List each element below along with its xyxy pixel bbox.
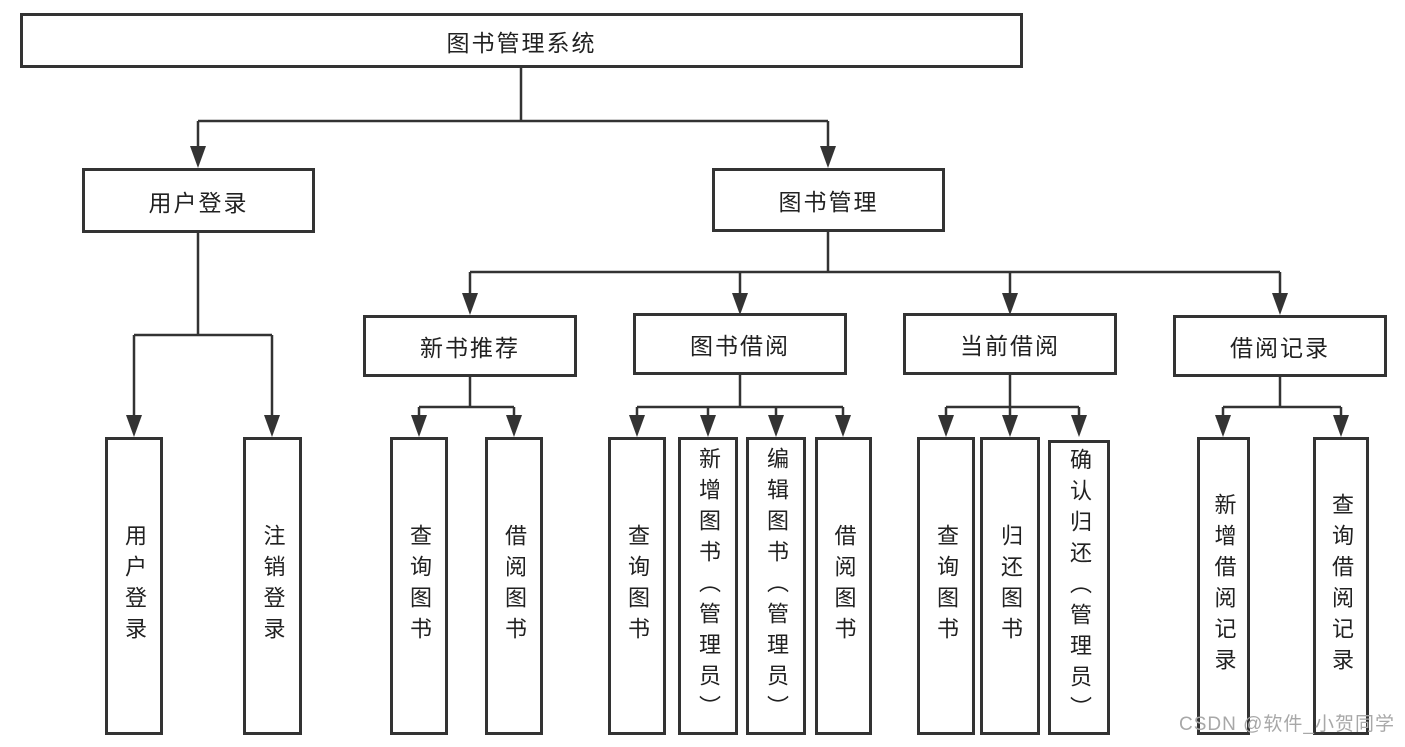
leaf-logout: 注销登录 bbox=[243, 437, 302, 735]
leaf-add-borrow-record: 新增借阅记录 bbox=[1197, 437, 1250, 735]
leaf-add-book-admin: 新增图书（管理员） bbox=[678, 437, 738, 735]
leaf-borrow-books-borrowing: 借阅图书 bbox=[815, 437, 872, 735]
leaf-query-books-recommend: 查询图书 bbox=[390, 437, 448, 735]
arrowheads bbox=[126, 146, 1349, 437]
leaf-query-books-current: 查询图书 bbox=[917, 437, 975, 735]
node-book-borrowing: 图书借阅 bbox=[633, 313, 847, 375]
leaf-edit-book-admin: 编辑图书（管理员） bbox=[746, 437, 806, 735]
node-book-management: 图书管理 bbox=[712, 168, 945, 232]
node-root-system: 图书管理系统 bbox=[20, 13, 1023, 68]
leaf-query-borrow-record: 查询借阅记录 bbox=[1313, 437, 1369, 735]
leaf-return-book: 归还图书 bbox=[980, 437, 1040, 735]
csdn-watermark: CSDN @软件_小贺同学 bbox=[1179, 714, 1395, 735]
node-user-login: 用户登录 bbox=[82, 168, 315, 233]
node-new-book-recommendation: 新书推荐 bbox=[363, 315, 577, 377]
leaf-query-books-borrowing: 查询图书 bbox=[608, 437, 666, 735]
leaf-user-login: 用户登录 bbox=[105, 437, 163, 735]
connector-paths bbox=[132, 68, 1343, 419]
node-current-borrowing: 当前借阅 bbox=[903, 313, 1117, 375]
leaf-borrow-books-recommend: 借阅图书 bbox=[485, 437, 543, 735]
leaf-confirm-return-admin: 确认归还（管理员） bbox=[1048, 440, 1110, 735]
node-borrowing-records: 借阅记录 bbox=[1173, 315, 1387, 377]
